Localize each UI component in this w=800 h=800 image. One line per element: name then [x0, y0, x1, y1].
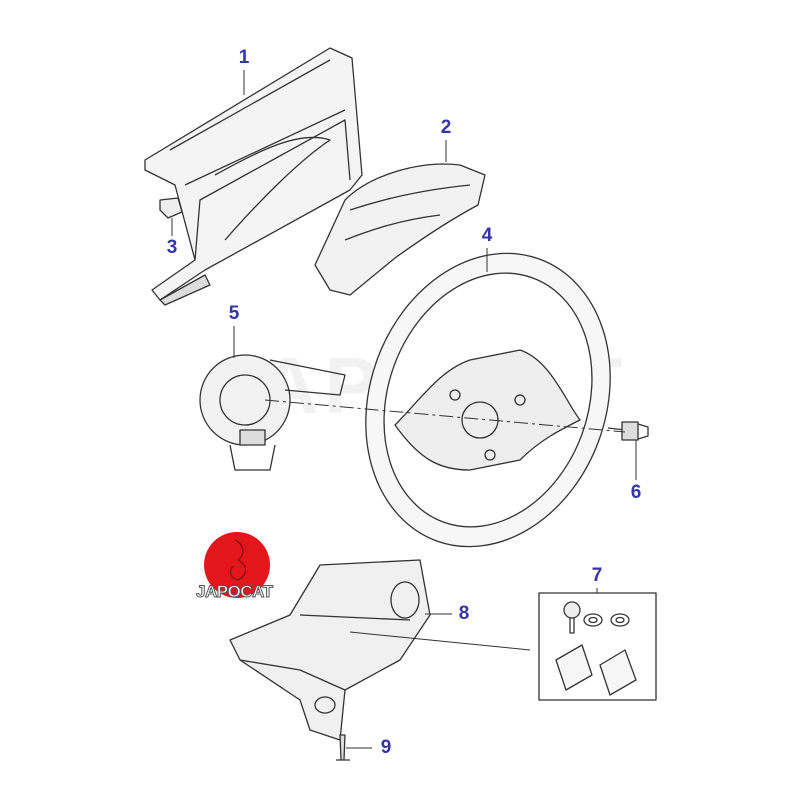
callout-5[interactable]: 5 [228, 303, 240, 324]
callout-8[interactable]: 8 [458, 603, 470, 624]
part-9-screw [336, 734, 350, 761]
part-4-steering-wheel [365, 252, 611, 548]
callout-3[interactable]: 3 [166, 237, 178, 258]
part-6-bolt [607, 421, 649, 441]
part-8-lower-shroud [229, 559, 531, 741]
japocat-logo-cat [229, 539, 247, 581]
part-1-instrument-cover [144, 47, 363, 306]
callout-2[interactable]: 2 [440, 117, 452, 138]
callout-4[interactable]: 4 [481, 225, 493, 246]
part-2-upper-shroud [314, 163, 486, 296]
part-5-clock-spring [199, 354, 346, 471]
japocat-logo-circle [204, 532, 270, 598]
leader-lines [171, 70, 637, 749]
callout-9[interactable]: 9 [380, 737, 392, 758]
callout-6[interactable]: 6 [630, 482, 642, 503]
callout-1[interactable]: 1 [238, 47, 250, 68]
part-3-clip [159, 197, 183, 219]
callout-7[interactable]: 7 [591, 565, 603, 586]
part-7-kit-box [538, 592, 657, 701]
axis-centerline [264, 399, 626, 433]
japocat-logo-text: JAPOCAT [195, 582, 273, 602]
